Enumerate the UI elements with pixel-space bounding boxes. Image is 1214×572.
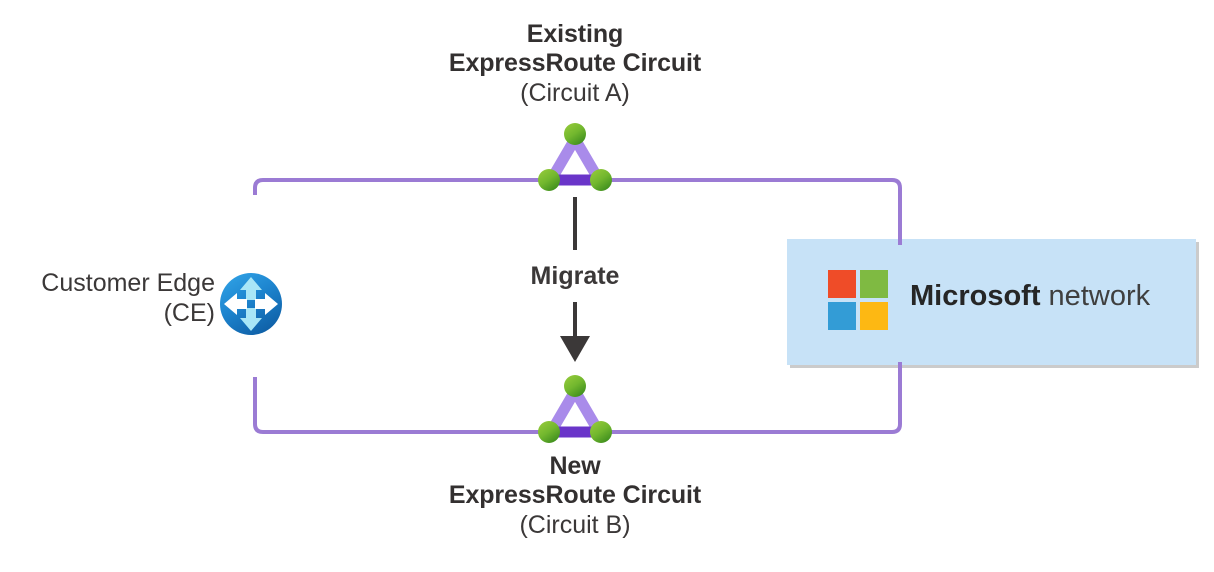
circuit-b-caption: New ExpressRoute Circuit (Circuit B) bbox=[365, 452, 785, 540]
customer-edge-label-line1: Customer Edge bbox=[41, 269, 215, 297]
customer-edge-label-line2: (CE) bbox=[163, 299, 215, 327]
circuit-b-title-line2: ExpressRoute Circuit bbox=[448, 481, 702, 510]
circuit-b-title-line3: (Circuit B) bbox=[519, 510, 631, 539]
router-arrow-down-icon bbox=[240, 308, 262, 331]
expressroute-circuit-a-icon[interactable] bbox=[538, 123, 612, 191]
microsoft-network-box: Microsoft network bbox=[787, 239, 1196, 365]
circuit-b-title-line1: New bbox=[549, 452, 601, 480]
circuit-a-node-top bbox=[564, 123, 586, 145]
circuit-b-node-right bbox=[590, 421, 612, 443]
connector-path-top bbox=[253, 178, 902, 245]
migrate-arrow-head-icon bbox=[560, 336, 590, 362]
circuit-b-node-left bbox=[538, 421, 560, 443]
router-arrow-right-icon bbox=[224, 293, 247, 315]
router-circle-background bbox=[220, 273, 282, 335]
microsoft-logo-icon bbox=[828, 270, 888, 330]
microsoft-logo-square-blue bbox=[828, 302, 856, 330]
circuit-a-node-right bbox=[590, 169, 612, 191]
expressroute-circuit-b-icon[interactable] bbox=[538, 375, 612, 443]
customer-edge-caption: Customer Edge (CE) bbox=[0, 268, 215, 328]
circuit-a-caption: Existing ExpressRoute Circuit (Circuit A… bbox=[365, 20, 785, 108]
microsoft-logo-square-red bbox=[828, 270, 856, 298]
microsoft-logo-square-yellow bbox=[860, 302, 888, 330]
migrate-label: Migrate bbox=[530, 262, 620, 290]
circuit-b-node-top bbox=[564, 375, 586, 397]
circuit-a-title-line3: (Circuit A) bbox=[520, 78, 630, 107]
microsoft-brand-text: Microsoft bbox=[910, 280, 1041, 312]
microsoft-logo-square-green bbox=[860, 270, 888, 298]
microsoft-network-label: Microsoft network bbox=[910, 280, 1150, 313]
circuit-a-node-left bbox=[538, 169, 560, 191]
customer-edge-router-icon[interactable] bbox=[220, 273, 282, 335]
circuit-a-title-line2: ExpressRoute Circuit bbox=[448, 49, 702, 78]
router-arrow-left-icon bbox=[255, 293, 278, 315]
microsoft-network-suffix-text: network bbox=[1040, 280, 1151, 312]
circuit-a-title-line1: Existing bbox=[526, 20, 624, 48]
router-arrow-up-icon bbox=[240, 277, 262, 300]
